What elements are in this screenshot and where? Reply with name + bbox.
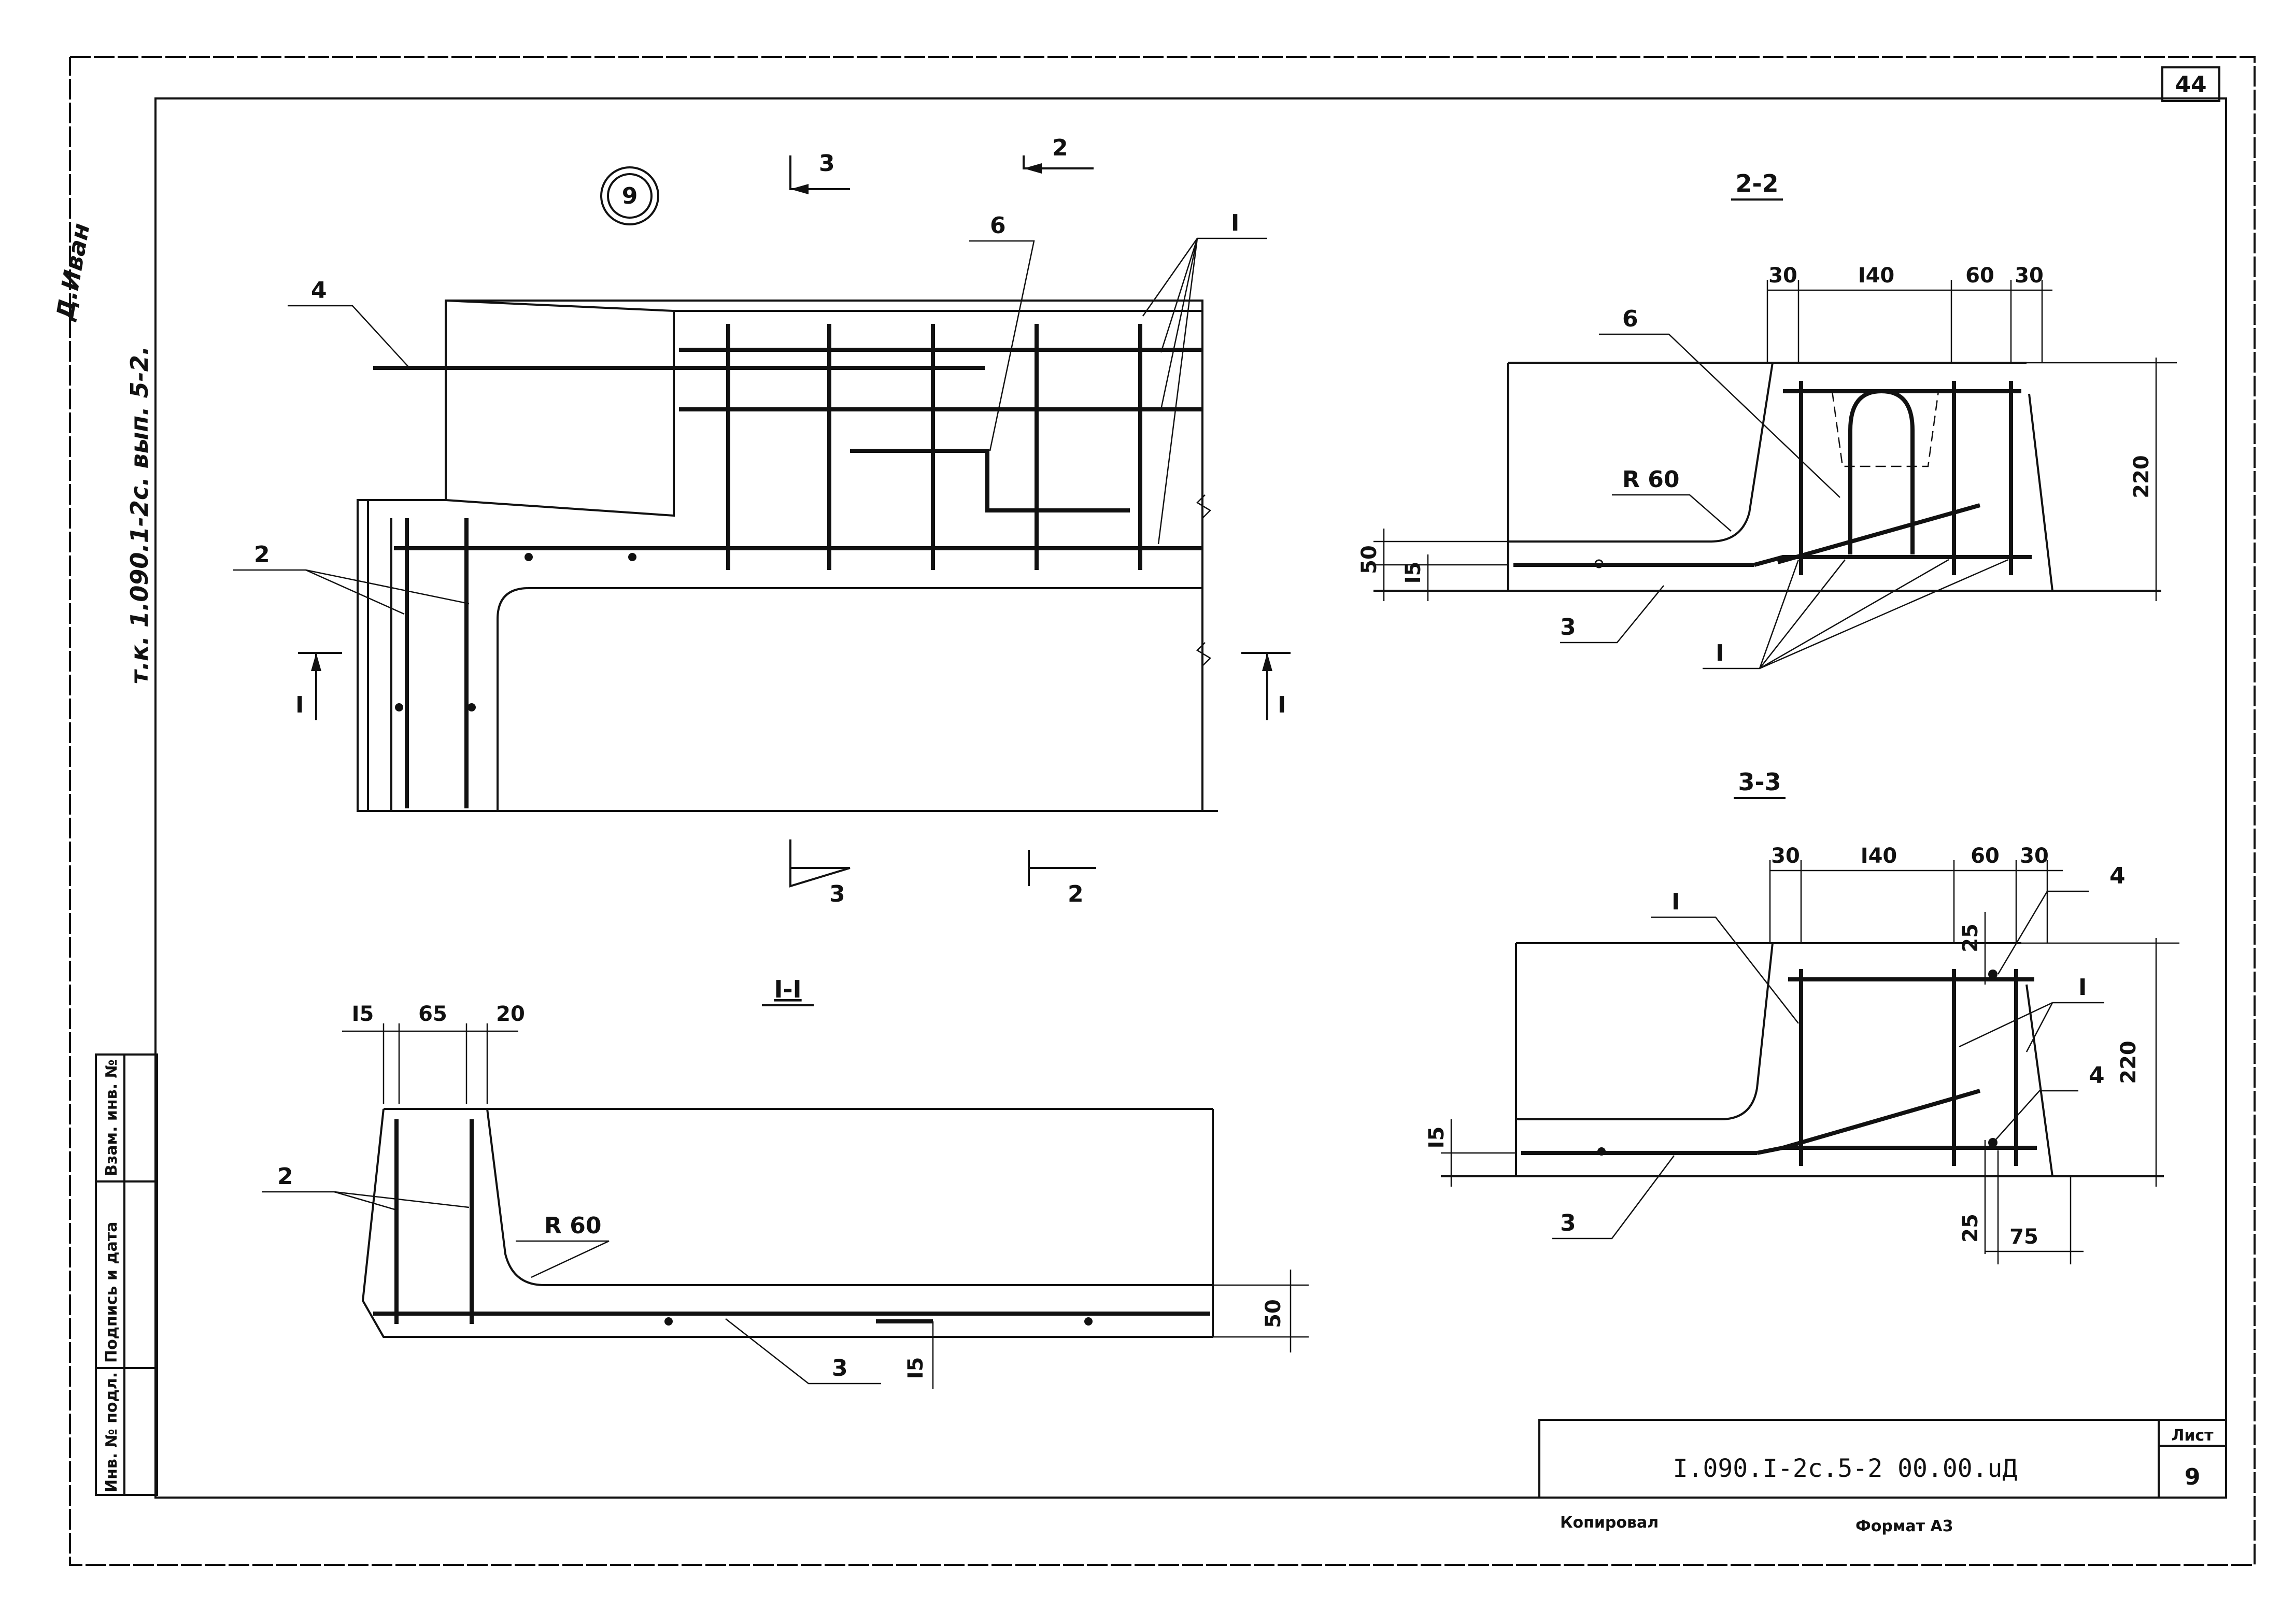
format-label: Формат А3 — [1855, 1517, 1953, 1535]
section-1-1: I-I I5 65 20 50 I5 R 60 2 3 — [262, 975, 1309, 1389]
sec22-radius: R 60 — [1622, 466, 1679, 493]
sec11-radius: R 60 — [544, 1213, 601, 1239]
sec22-pos-6: 6 — [1622, 306, 1638, 332]
sheet-number-top: 44 — [2175, 72, 2206, 98]
sheet-label: Лист — [2171, 1427, 2214, 1445]
stamp-column: Взам. инв. № Подпись и дата Инв. № подл. — [95, 1053, 158, 1496]
sec11-dim-15: I5 — [352, 1002, 374, 1026]
sec22-dim-140: I40 — [1858, 264, 1895, 288]
section-3-3-title: 3-3 — [1738, 768, 1781, 796]
sec22-dim-220: 220 — [2130, 455, 2154, 498]
sec22-dim-60: 60 — [1965, 264, 1994, 288]
title-block: Лист 9 I.090.I-2с.5-2 00.00.uД — [1538, 1419, 2227, 1499]
section-2-2-title: 2-2 — [1735, 169, 1778, 197]
plan-pos-6: 6 — [990, 212, 1006, 239]
sec11-dim-20: 20 — [496, 1002, 525, 1026]
plan-pos-2: 2 — [254, 542, 270, 568]
node-mark: 9 — [622, 183, 638, 209]
sec33-pos-3: 3 — [1560, 1210, 1576, 1236]
section-mark-right: I — [1278, 692, 1286, 718]
sec22-dim-30a: 30 — [1768, 264, 1797, 288]
sheet-number: 9 — [2185, 1464, 2201, 1490]
cut-mark-top-left: 3 — [819, 150, 835, 177]
stamp-sign-date: Подпись и дата — [103, 1222, 121, 1363]
cut-mark-bottom-right: 2 — [1068, 881, 1084, 907]
sec11-dim-65: 65 — [418, 1002, 447, 1026]
sec33-dim-75: 75 — [2009, 1225, 2038, 1249]
sec33-dim-220: 220 — [2117, 1041, 2141, 1084]
sec22-dim-30b: 30 — [2015, 264, 2044, 288]
sec22-pos-3: 3 — [1560, 614, 1576, 640]
sec33-dim-15: I5 — [1425, 1127, 1449, 1149]
sec22-pos-1: I — [1716, 640, 1724, 666]
signature: Д.Иван — [50, 221, 95, 323]
sheet-frame: 44 — [69, 56, 2256, 1566]
section-3-3: 3-3 30 I40 60 30 220 25 25 — [1425, 768, 2179, 1264]
sec33-dim-140: I40 — [1861, 844, 1897, 868]
title-code: I.090.I-2с.5-2 00.00.uД — [1673, 1454, 2018, 1483]
sec33-pos-4b: 4 — [2089, 1062, 2105, 1089]
side-series: т.к. 1.090.1-2с. вып. 5-2. — [125, 346, 153, 684]
cut-mark-bottom-left: 3 — [829, 881, 845, 907]
sec33-pos-1b: I — [2078, 974, 2087, 1001]
section-1-1-title: I-I — [774, 975, 801, 1003]
stamp-inv-repl: Взам. инв. № — [103, 1059, 121, 1176]
sec11-dim-50: 50 — [1262, 1299, 1285, 1328]
plan-pos-1: I — [1231, 210, 1239, 236]
sec33-dim-60: 60 — [1971, 844, 2000, 868]
sec11-dim-15b: I5 — [904, 1357, 928, 1379]
sec33-dim-25b: 25 — [1959, 1214, 1982, 1243]
section-2-2: 2-2 30 I40 60 30 220 — [1357, 169, 2177, 669]
sec33-dim-25a: 25 — [1959, 923, 1982, 952]
copied-label: Копировал — [1560, 1514, 1659, 1532]
section-mark-left: I — [295, 692, 304, 718]
sec33-dim-30b: 30 — [2020, 844, 2049, 868]
plan-pos-4: 4 — [311, 277, 327, 304]
sec11-pos-3: 3 — [832, 1355, 848, 1381]
sec33-pos-1a: I — [1671, 889, 1680, 915]
sec22-dim-50: 50 — [1357, 545, 1381, 574]
cut-mark-top-right: 2 — [1052, 135, 1068, 161]
sec11-pos-2: 2 — [277, 1163, 293, 1190]
sec33-pos-4a: 4 — [2109, 863, 2126, 889]
plan-view: 9 3 2 — [233, 135, 1291, 907]
stamp-inv-orig: Инв. № подл. — [103, 1372, 121, 1492]
sec22-dim-15: I5 — [1401, 562, 1425, 584]
sec33-dim-30a: 30 — [1771, 844, 1800, 868]
